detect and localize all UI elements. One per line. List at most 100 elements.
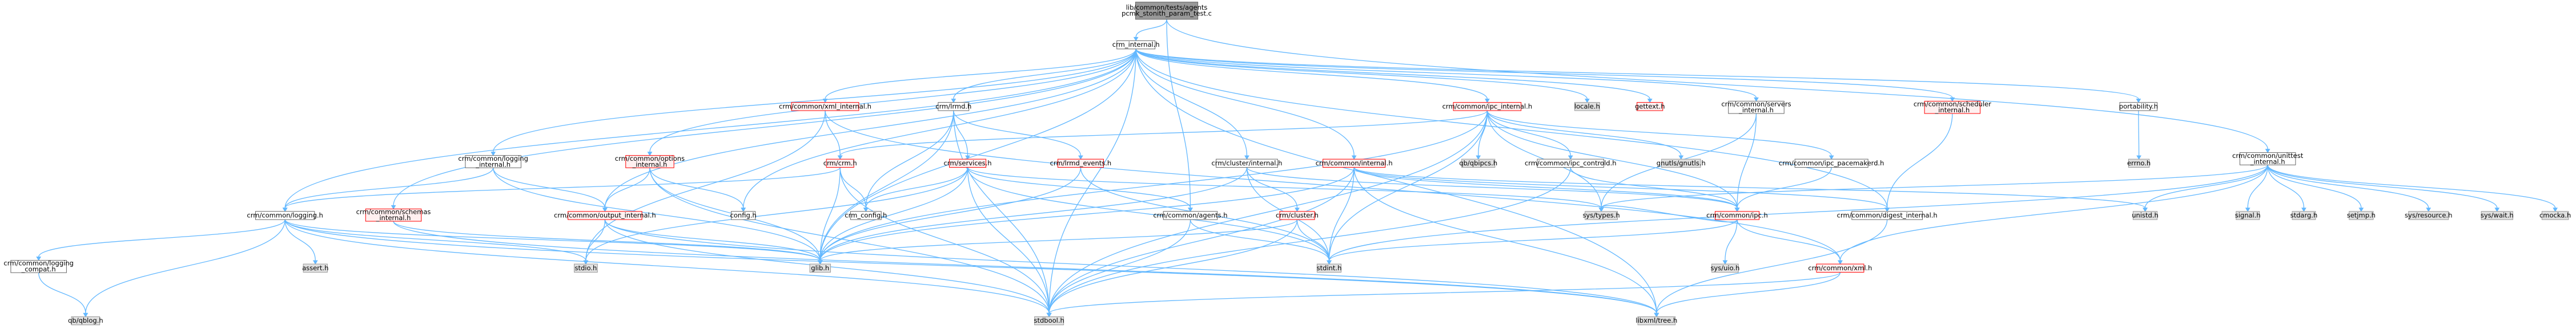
edge-line xyxy=(284,220,1050,314)
node-label: assert.h xyxy=(302,264,328,272)
node-crm-config[interactable]: crm_config.h xyxy=(845,211,887,220)
edge-line xyxy=(1048,167,1355,314)
node-digest-internal[interactable]: crm/common/digest_internal.h xyxy=(1837,211,1938,220)
node-output-internal[interactable]: crm/common/output_internal.h xyxy=(554,211,656,220)
node-cluster-internal[interactable]: crm/cluster/internal.h xyxy=(1211,159,1282,168)
node-agents[interactable]: crm/common/agents.h xyxy=(1153,211,1228,220)
edge-line xyxy=(1048,167,1571,314)
node-qbipcs: qb/qbipcs.h xyxy=(1459,159,1497,168)
edge-arrowhead xyxy=(837,155,843,160)
node-sysresource: sys/resource.h xyxy=(2405,211,2452,220)
edge-arrowhead xyxy=(1244,155,1249,160)
node-box xyxy=(1711,263,1739,273)
node-label: _internal.h xyxy=(376,214,411,222)
node-servers-internal[interactable]: crm/common/servers_internal.h xyxy=(1721,100,1791,115)
edge-line xyxy=(393,221,1657,314)
node-crm-internal[interactable]: crm_internal.h xyxy=(1112,40,1160,50)
edge-arrowhead xyxy=(312,260,318,265)
edge-common_internal-to-stdbool xyxy=(1046,167,1355,318)
edge-arrowhead xyxy=(36,257,42,261)
node-stdio: stdio.h xyxy=(574,263,598,273)
node-box xyxy=(1216,159,1278,168)
node-box xyxy=(1574,102,1600,111)
node-scheduler-internal[interactable]: crm/common/scheduler_internal.h xyxy=(1914,100,1991,115)
node-logging-internal[interactable]: crm/common/logging_internal.h xyxy=(458,155,528,169)
edge-line xyxy=(604,168,650,208)
edge-logging-to-logging_compat xyxy=(36,219,286,261)
edge-arrowhead xyxy=(1568,155,1573,160)
node-portability[interactable]: portability.h xyxy=(2119,102,2158,111)
node-signal: signal.h xyxy=(2235,211,2261,220)
edge-line xyxy=(1737,113,1757,208)
node-box xyxy=(826,159,854,168)
node-unittest-internal[interactable]: crm/common/unittest_internal.h xyxy=(2232,152,2304,166)
edge-arrowhead xyxy=(2143,208,2148,212)
node-common-xml[interactable]: crm/common/xml.h xyxy=(1808,263,1872,273)
node-xml-internal[interactable]: crm/common/xml_internal.h xyxy=(779,102,871,111)
node-crm[interactable]: crm/crm.h xyxy=(823,159,857,168)
edge-ipc-to-sysuio xyxy=(1722,220,1738,265)
edge-line xyxy=(2267,165,2556,208)
node-common-internal[interactable]: crm/common/internal.h xyxy=(1316,159,1393,168)
node-label: portability.h xyxy=(2119,102,2158,110)
node-logging[interactable]: crm/common/logging.h xyxy=(247,211,323,220)
edge-arrowhead xyxy=(1722,260,1728,265)
node-root[interactable]: lib/common/tests/agentspcmk_stonith_para… xyxy=(1122,2,1212,20)
node-services[interactable]: crm/services.h xyxy=(944,159,992,168)
edge-crm_internal-to-options_internal xyxy=(647,48,1136,156)
node-lrmd-events[interactable]: crm/lrmd_events.h xyxy=(1050,159,1112,168)
node-box xyxy=(2408,211,2449,220)
edge-arrowhead xyxy=(1884,208,1890,212)
edge-arrowhead xyxy=(491,152,496,156)
edge-arrowhead xyxy=(602,208,608,212)
node-box xyxy=(1661,159,1701,168)
node-ipc-pacemakerd[interactable]: crm/common/ipc_pacemakerd.h xyxy=(1779,159,1884,168)
node-systypes: sys/types.h xyxy=(1582,211,1620,220)
node-lrmd[interactable]: crm/lrmd.h xyxy=(935,102,971,111)
node-ipc[interactable]: crm/common/ipc.h xyxy=(1706,211,1768,220)
node-box xyxy=(809,263,831,273)
node-label: crm/common/agents.h xyxy=(1153,212,1227,220)
node-crm-cluster[interactable]: crm/cluster.h xyxy=(1276,211,1319,220)
node-ipc-controld[interactable]: crm/common/ipc_controld.h xyxy=(1525,159,1617,168)
edge-line xyxy=(1353,167,1738,208)
edge-line xyxy=(284,168,494,208)
edge-line xyxy=(1135,48,1953,98)
node-config[interactable]: config.h xyxy=(730,211,757,220)
node-ipc-internal[interactable]: crm/common/ipc_internal.h xyxy=(1442,102,1533,111)
node-label: crm/common/xml.h xyxy=(1808,264,1872,272)
node-box xyxy=(465,155,521,168)
node-label: lib/common/tests/agents xyxy=(1126,3,1208,11)
edge-line xyxy=(967,167,1602,209)
edge-arrowhead xyxy=(2426,208,2432,212)
edge-arrowhead xyxy=(2553,208,2558,212)
node-logging-compat[interactable]: crm/common/logging_compat.h xyxy=(3,259,74,274)
edge-line xyxy=(1839,165,2268,261)
node-assert: assert.h xyxy=(302,263,328,273)
node-gettext[interactable]: gettext.h xyxy=(1635,102,1665,111)
node-label: config.h xyxy=(730,212,757,220)
edge-cluster_internal-to-crm_cluster xyxy=(1246,167,1300,212)
node-unistd: unistd.h xyxy=(2132,211,2159,220)
node-label: crm/common/ipc_controld.h xyxy=(1525,159,1617,167)
node-label: pcmk_stonith_param_test.c xyxy=(1122,10,1212,18)
node-box xyxy=(1279,211,1315,220)
edge-line xyxy=(1166,19,1191,208)
node-cmocka: cmocka.h xyxy=(2539,211,2571,220)
edge-lrmd-to-lrmd_events xyxy=(953,110,1083,160)
node-box xyxy=(1316,263,1342,273)
edge-line xyxy=(819,111,954,261)
node-label: crm/common/options xyxy=(615,155,685,163)
edge-arrowhead xyxy=(1046,312,1052,318)
edge-line xyxy=(1189,220,1330,261)
node-box xyxy=(1461,159,1496,168)
edge-line xyxy=(284,219,821,261)
edge-line xyxy=(85,220,286,314)
node-box xyxy=(1135,2,1199,20)
edge-common_internal-to-digest_internal xyxy=(1353,167,1890,212)
edge-line xyxy=(585,167,968,261)
node-schemas-internal[interactable]: crm/common/schemas_internal.h xyxy=(356,208,431,222)
node-options-internal[interactable]: crm/common/options_internal.h xyxy=(615,155,685,169)
edge-line xyxy=(953,111,968,156)
edge-line xyxy=(1048,220,1298,314)
